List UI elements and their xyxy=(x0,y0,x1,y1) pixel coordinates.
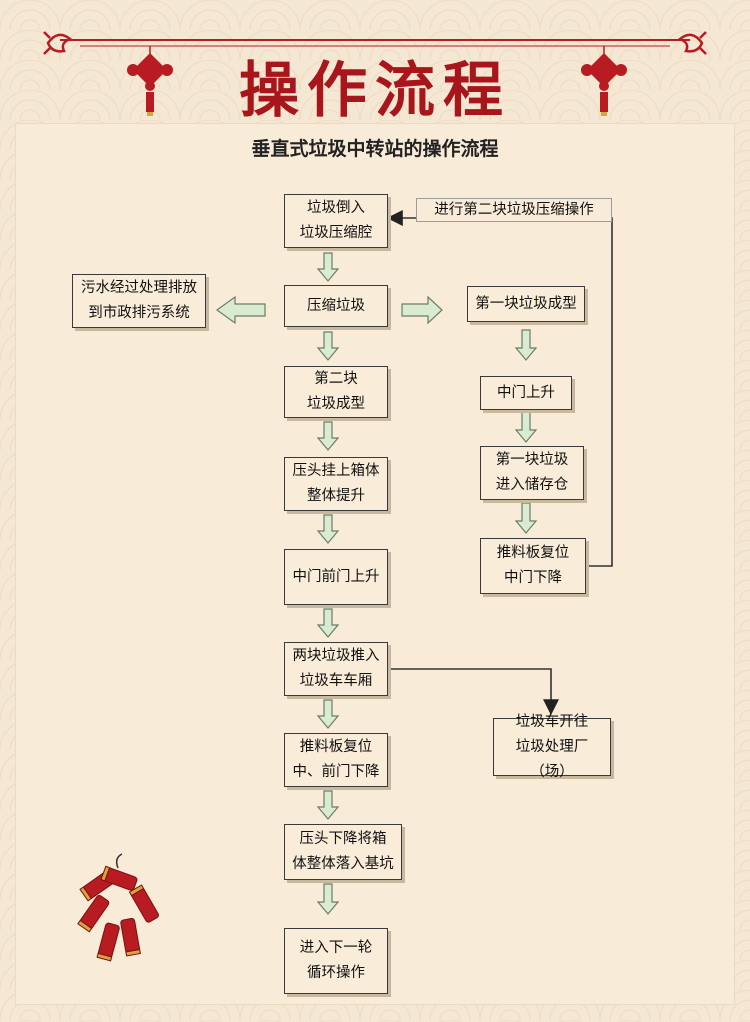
node-first-block-storage: 第一块垃圾 进入储存仓 xyxy=(480,446,584,500)
node-plate-reset-door-down: 推料板复位 中门下降 xyxy=(480,538,586,594)
node-next-cycle: 进入下一轮 循环操作 xyxy=(284,928,388,994)
node-first-block-formed: 第一块垃圾成型 xyxy=(467,286,585,322)
arrow-down xyxy=(316,421,340,451)
truck-connector xyxy=(388,668,559,716)
header-ornament xyxy=(43,31,707,116)
loop-label: 进行第二块垃圾压缩操作 xyxy=(416,198,612,222)
node-second-block-formed: 第二块 垃圾成型 xyxy=(284,366,388,418)
node-doors-up: 中门前门上升 xyxy=(284,549,388,605)
left-chinese-knot xyxy=(127,46,173,116)
arrow-down xyxy=(514,411,538,443)
arrow-down xyxy=(316,790,340,820)
arrow-down xyxy=(316,699,340,729)
arrow-down xyxy=(316,883,340,915)
node-truck-to-plant: 垃圾车开往 垃圾处理厂（场） xyxy=(493,714,611,780)
node-push-plate-reset: 推料板复位 中、前门下降 xyxy=(284,733,388,787)
arrow-down xyxy=(514,329,538,361)
node-middle-door-up: 中门上升 xyxy=(480,376,572,410)
right-scroll-ornament xyxy=(677,31,707,55)
node-dump-garbage: 垃圾倒入 垃圾压缩腔 xyxy=(284,194,388,248)
diagram-subtitle: 垂直式垃圾中转站的操作流程 xyxy=(251,138,499,160)
node-push-into-truck: 两块垃圾推入 垃圾车车厢 xyxy=(284,642,388,696)
arrow-left xyxy=(215,295,266,325)
node-sewage-discharge: 污水经过处理排放 到市政排污系统 xyxy=(72,274,206,328)
arrow-down xyxy=(316,608,340,638)
arrow-down xyxy=(316,514,340,544)
arrow-down xyxy=(316,331,340,361)
arrow-down xyxy=(316,252,340,282)
node-lift-box: 压头挂上箱体 整体提升 xyxy=(284,457,388,511)
arrow-right xyxy=(401,295,443,325)
page-title: 操作流程 xyxy=(239,56,511,126)
node-lower-box: 压头下降将箱 体整体落入基坑 xyxy=(284,824,402,880)
arrow-down xyxy=(514,502,538,534)
node-compress-garbage: 压缩垃圾 xyxy=(284,285,388,327)
left-scroll-ornament xyxy=(43,31,73,55)
